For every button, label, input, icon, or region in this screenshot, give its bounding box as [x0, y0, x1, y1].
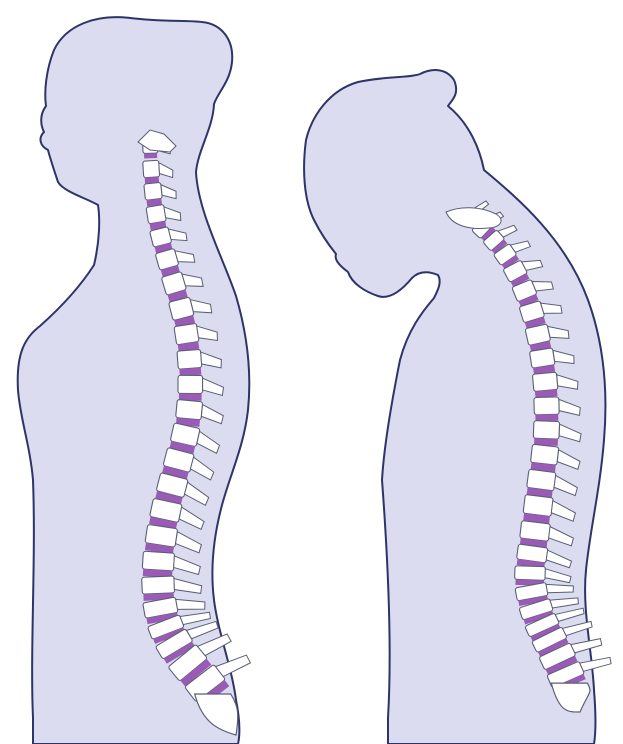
vertebral-body: [177, 349, 202, 369]
vertebral-body: [142, 576, 175, 594]
vertebral-body: [146, 204, 166, 223]
vertebral-body: [529, 348, 555, 368]
vertebral-body: [534, 397, 559, 415]
vertebral-body: [142, 551, 174, 571]
vertebral-body: [520, 521, 551, 542]
vertebral-body: [143, 160, 160, 178]
vertebral-body: [523, 494, 553, 516]
vertebral-body: [533, 421, 559, 440]
vertebral-body: [144, 182, 163, 200]
vertebral-body: [176, 399, 203, 420]
vertebral-body: [174, 323, 199, 345]
vertebral-body: [527, 469, 556, 491]
vertebral-body: [532, 372, 558, 391]
intervertebral-disc: [144, 153, 157, 158]
vertebral-body: [178, 375, 203, 393]
vertebral-body: [530, 444, 558, 465]
vertebral-body: [515, 566, 546, 581]
